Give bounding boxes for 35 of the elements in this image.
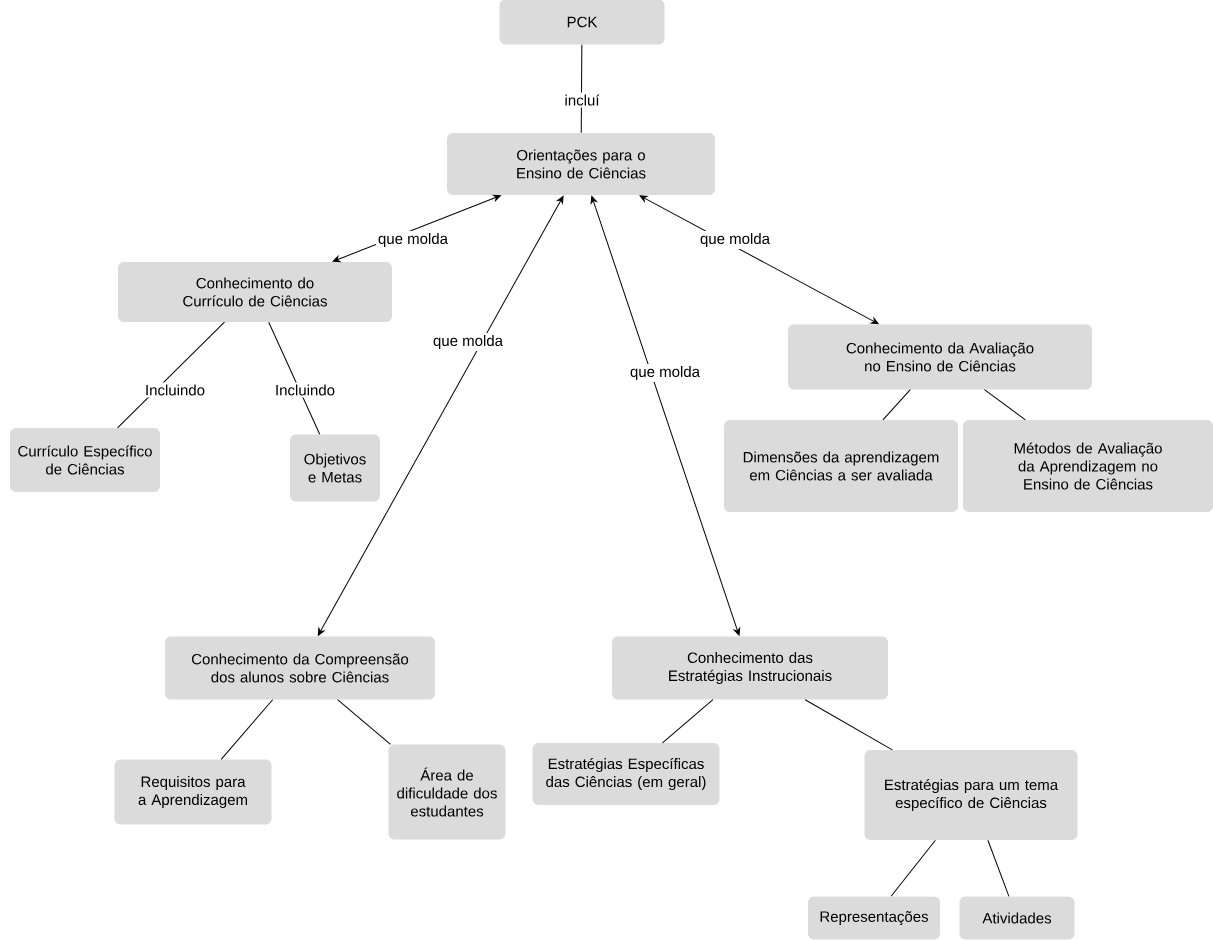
- connector: [882, 389, 911, 421]
- concept-box: Estratégias para um tema específico de Ciências: [864, 750, 1078, 840]
- edge-label: que molda: [698, 231, 773, 249]
- concept-box: Estratégias Específicas das Ciências (em geral): [532, 743, 720, 805]
- connector: [987, 839, 1010, 897]
- connector: [662, 699, 714, 744]
- concept-box: Requisitos para a Aprendizagem: [114, 759, 272, 825]
- edge-label: que molda: [376, 231, 451, 249]
- edge-label: incluí: [562, 92, 602, 108]
- concept-box: Atividades: [959, 896, 1075, 940]
- edge-label: Incluindo: [143, 382, 207, 398]
- connector: [337, 699, 391, 745]
- connector: [890, 839, 936, 897]
- concept-box: Dimensões da aprendizagem em Ciências a ser avaliada: [724, 420, 958, 512]
- edge-label: que molda: [628, 364, 703, 382]
- concept-box: Orientações para o Ensino de Ciências: [447, 133, 715, 195]
- concept-box: Conhecimento das Estratégias Instrucionais: [612, 636, 888, 700]
- connector: [804, 699, 893, 751]
- concept-box: Métodos de Avaliação da Aprendizagem no Ensino de Ciências: [963, 420, 1213, 512]
- connector: [590, 195, 741, 636]
- concept-box: Objetivos e Metas: [290, 434, 380, 502]
- edge-label: Incluindo: [273, 382, 337, 398]
- connector: [639, 195, 879, 325]
- concept-box: Representações: [808, 896, 940, 940]
- connector: [983, 389, 1026, 421]
- concept-box: Conhecimento do Currículo de Ciências: [118, 262, 392, 322]
- concept-box: PCK: [499, 0, 665, 45]
- concept-box: Currículo Específico de Ciências: [10, 428, 160, 492]
- edge-label: que molda: [431, 333, 506, 351]
- concept-box: Conhecimento da Compreensão dos alunos sobre Ciências: [165, 636, 435, 700]
- connector: [220, 699, 274, 760]
- connector: [268, 321, 321, 435]
- connector: [317, 195, 564, 636]
- concept-box: Conhecimento da Avaliação no Ensino de Ciências: [788, 324, 1092, 390]
- concept-box: Área de dificuldade dos estudantes: [388, 744, 506, 840]
